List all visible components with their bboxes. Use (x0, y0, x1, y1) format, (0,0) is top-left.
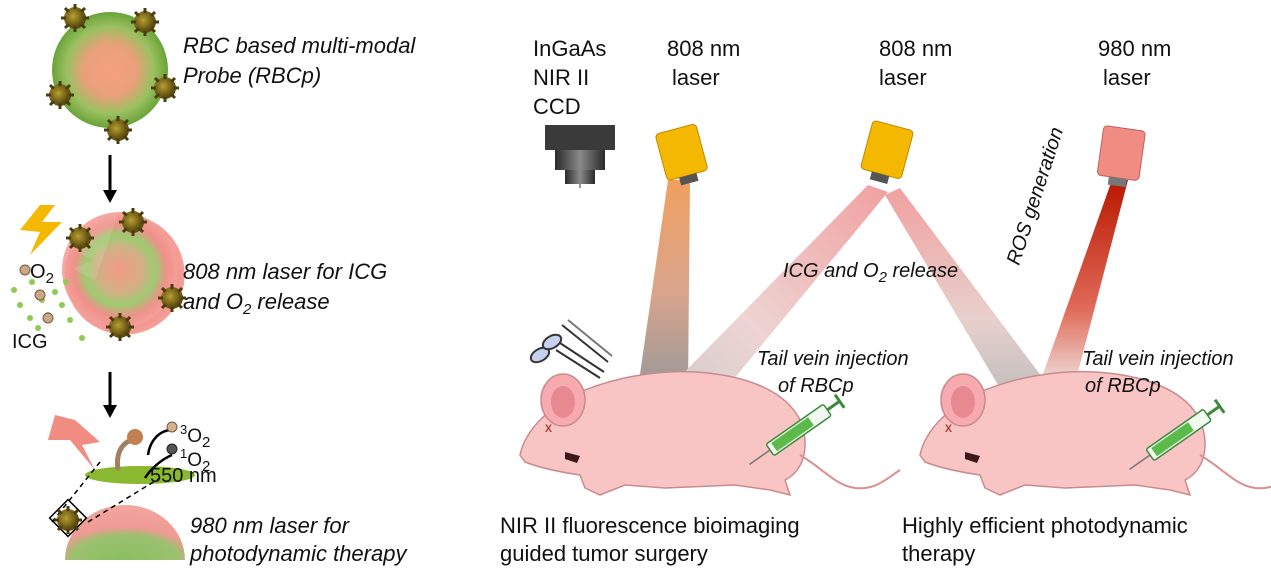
down-arrow-icon (103, 372, 117, 418)
laser2-label-line1: 808 nm (879, 36, 953, 61)
triplet-oxygen-label: 3O2 (180, 422, 211, 451)
laser-beam-808-2-left (662, 185, 888, 420)
step1-label-line1: RBC based multi-modal (183, 33, 416, 58)
laser-beam-980 (1038, 180, 1128, 395)
lightning-icon (48, 415, 100, 470)
laser2-label-line2: laser (879, 65, 927, 90)
photosensitizer-icon (85, 421, 195, 484)
icg-label: ICG (12, 331, 48, 353)
laser1-label-line1: 808 nm (667, 36, 741, 61)
camera-label-line2: NIR II (533, 65, 590, 90)
rbc-probe-icon (44, 2, 181, 146)
step3-label-line2: photodynamic therapy (190, 541, 407, 566)
laser-beam-808-2-right (885, 188, 1048, 405)
rbc-half-icon (48, 461, 185, 560)
singlet-oxygen-label: 1O2 (180, 446, 211, 475)
caption1-line2: guided tumor surgery (500, 541, 708, 566)
svg-text:x: x (545, 419, 552, 435)
camera-label-line1: InGaAs (533, 36, 607, 61)
injection2-line2: of RBCp (1085, 375, 1161, 397)
release-label: ICG and O2 release (783, 260, 959, 286)
o2-label: O2 (30, 261, 54, 287)
svg-text:x: x (945, 419, 952, 435)
injection2-line1: Tail vein injection (1082, 348, 1234, 370)
surgical-scissors-icon (529, 319, 613, 379)
ccd-camera-icon (545, 125, 615, 188)
caption1-line1: NIR II fluorescence bioimaging (500, 513, 800, 538)
mouse-1-icon: x (519, 370, 901, 496)
caption2-line2: therapy (902, 541, 976, 566)
laser-980-icon (1097, 125, 1146, 188)
laser-808-1-icon (655, 123, 708, 186)
mouse-2-icon: x (919, 370, 1271, 496)
step2-label-line1: 808 nm laser for ICG (183, 259, 388, 284)
step1-label-line2: Probe (RBCp) (183, 63, 322, 88)
down-arrow-icon (103, 155, 117, 203)
lightning-icon (20, 205, 62, 255)
laser-808-2-icon (860, 120, 914, 184)
caption2-line1: Highly efficient photodynamic (902, 513, 1188, 538)
rbc-release-icon (11, 206, 188, 343)
laser-beam-808-1 (638, 180, 690, 388)
laser1-label-line2: laser (672, 65, 720, 90)
laser3-label-line1: 980 nm (1098, 36, 1172, 61)
injection1-line2: of RBCp (778, 375, 854, 397)
injection1-line1: Tail vein injection (757, 348, 909, 370)
step3-label-line1: 980 nm laser for (190, 513, 349, 538)
step2-label-line2: and O2 release (183, 289, 330, 318)
camera-label-line3: CCD (533, 94, 581, 119)
wavelength-label: 550 nm (150, 465, 217, 487)
laser3-label-line2: laser (1103, 65, 1151, 90)
